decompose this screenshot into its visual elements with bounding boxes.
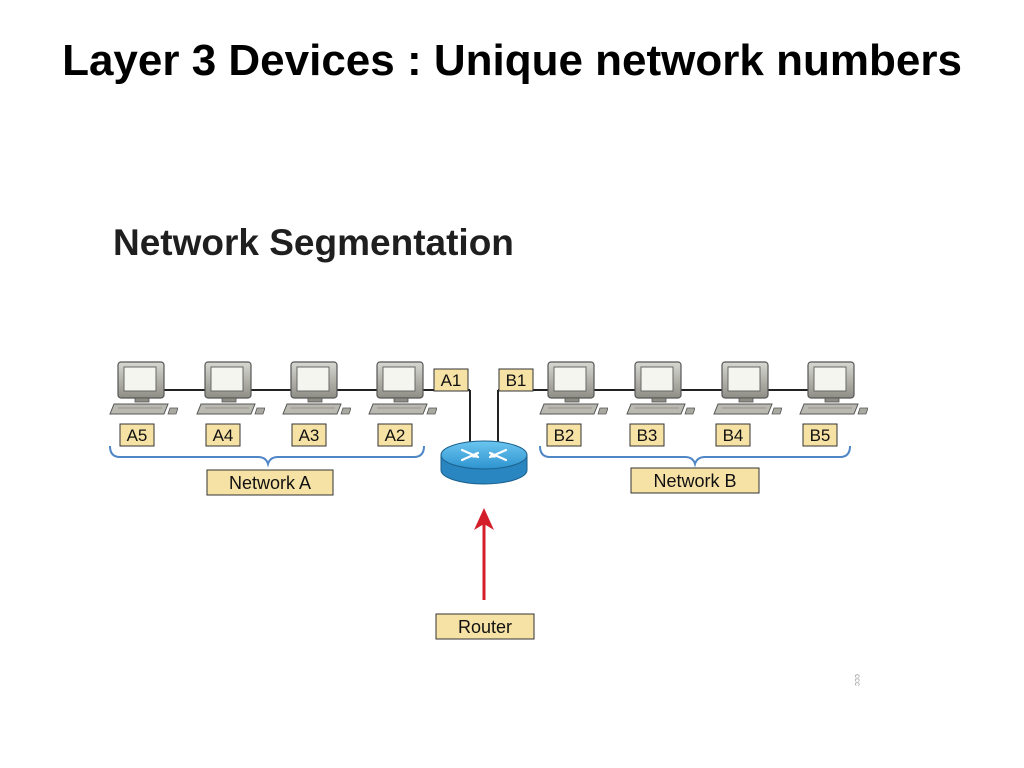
host-a2: A2 — [368, 361, 437, 447]
host-label: B2 — [554, 426, 575, 445]
interface-a1: A1 — [433, 368, 469, 392]
computer-icon — [626, 361, 695, 415]
network-a-label-text: Network A — [229, 473, 311, 493]
network-b-brace — [539, 445, 851, 468]
host-label: A5 — [127, 426, 148, 445]
slide-title-text: Layer 3 Devices : Unique network numbers — [62, 36, 962, 85]
network-a-label: Network A — [206, 469, 334, 496]
host-a5: A5 — [109, 361, 178, 447]
host-a3: A3 — [282, 361, 351, 447]
computer-icon — [539, 361, 608, 415]
host-label: A2 — [385, 426, 406, 445]
host-b2: B2 — [539, 361, 608, 447]
host-b3: B3 — [626, 361, 695, 447]
host-b5: B5 — [799, 361, 868, 447]
computer-icon — [282, 361, 351, 415]
slide-title: Layer 3 Devices : Unique network numbers — [0, 32, 1024, 90]
router-icon — [440, 440, 528, 485]
computer-icon — [713, 361, 782, 415]
host-b4: B4 — [713, 361, 782, 447]
network-a-brace — [109, 445, 425, 468]
router-label: Router — [435, 613, 535, 640]
computer-icon — [799, 361, 868, 415]
computer-icon — [196, 361, 265, 415]
router-label-text: Router — [458, 617, 512, 637]
host-label: A3 — [299, 426, 320, 445]
computer-icon — [109, 361, 178, 415]
host-label: A4 — [213, 426, 234, 445]
host-label: B4 — [723, 426, 744, 445]
network-b-label: Network B — [630, 467, 760, 494]
host-label: B3 — [637, 426, 658, 445]
up-arrow-icon — [474, 508, 494, 600]
watermark: ccc — [853, 674, 862, 686]
figure-title: Network Segmentation — [113, 222, 514, 263]
interface-label: A1 — [441, 371, 462, 390]
host-a4: A4 — [196, 361, 265, 447]
interface-label: B1 — [506, 371, 527, 390]
interface-b1: B1 — [498, 368, 534, 392]
host-label: B5 — [810, 426, 831, 445]
computer-icon — [368, 361, 437, 415]
network-b-label-text: Network B — [653, 471, 736, 491]
